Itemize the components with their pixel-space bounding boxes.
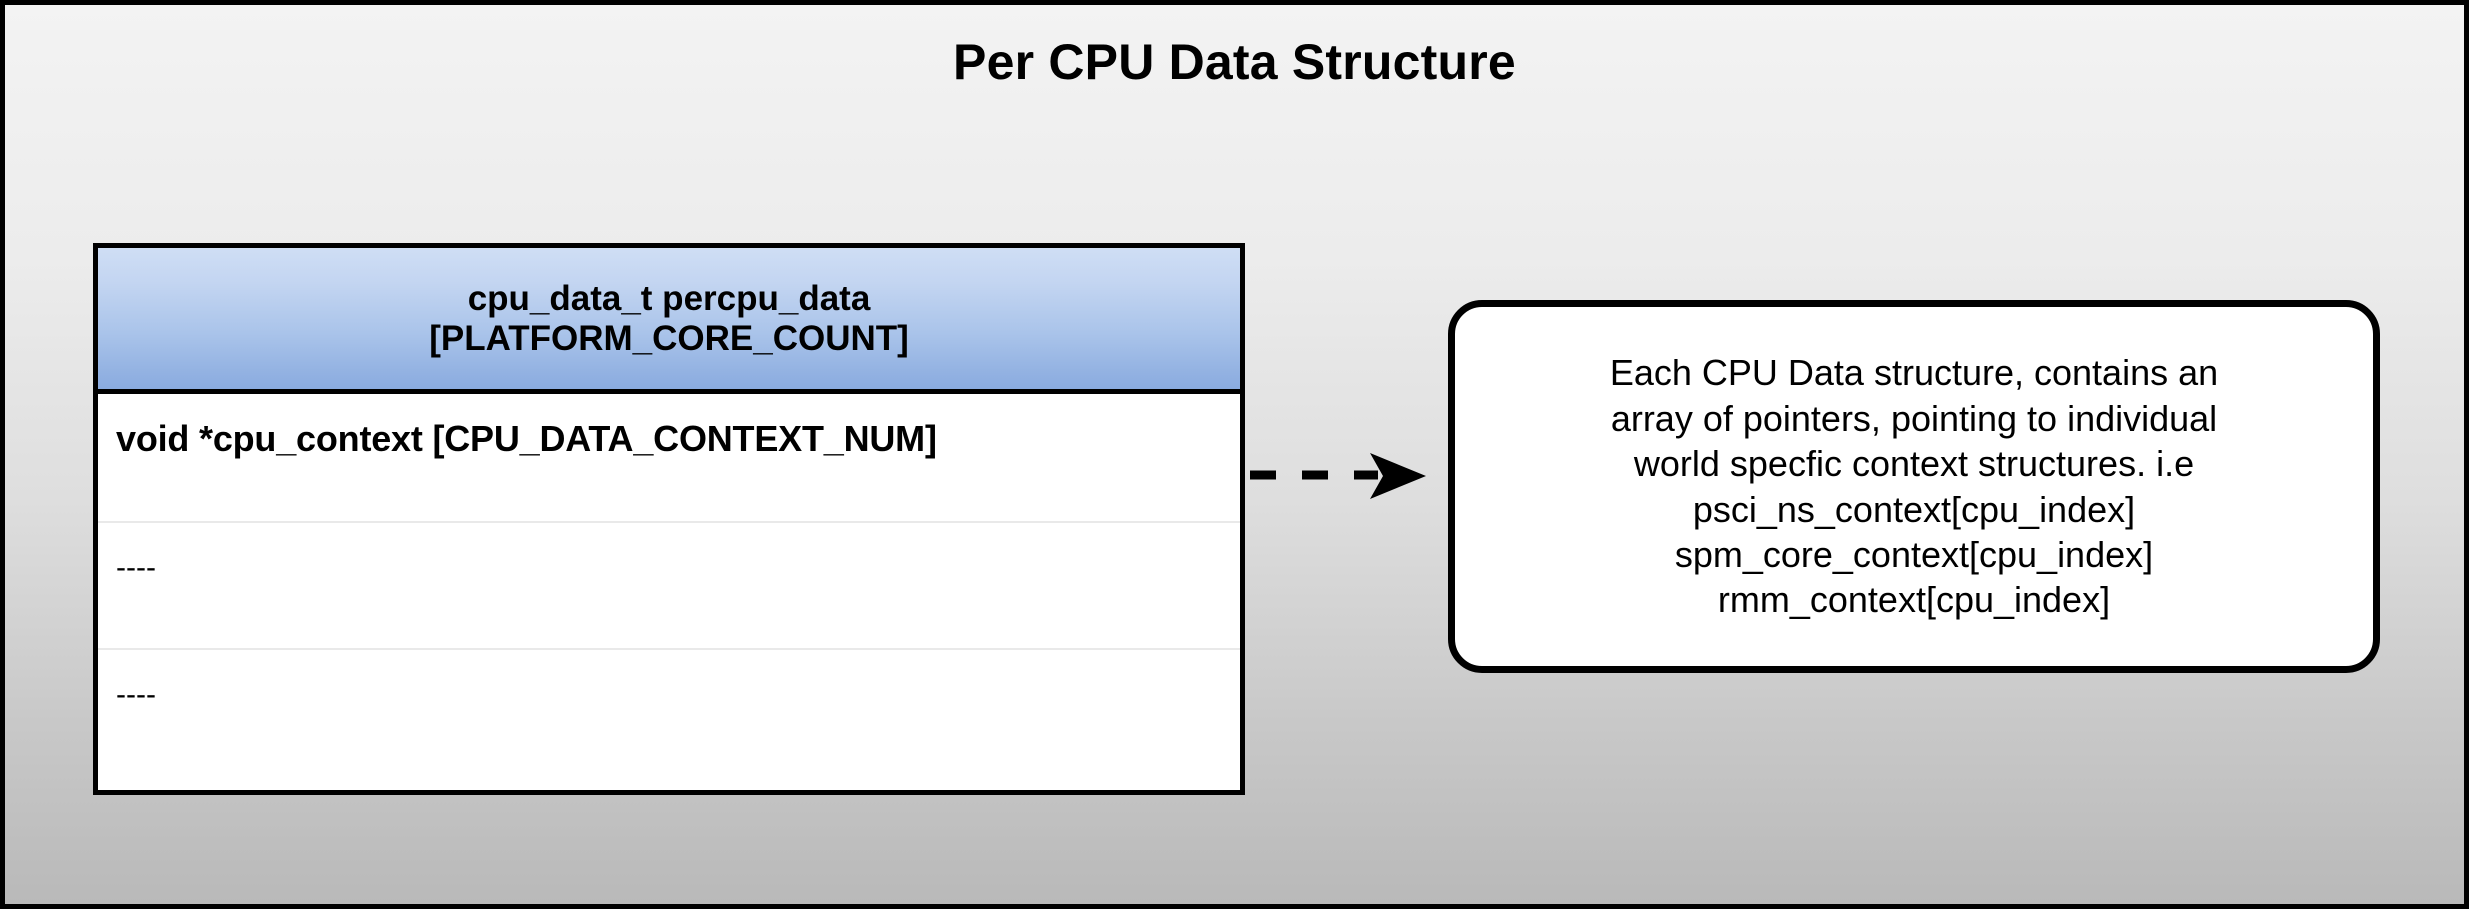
struct-header-line-2: [PLATFORM_CORE_COUNT] (429, 318, 909, 358)
connector-arrow-head-icon (1370, 453, 1426, 499)
callout-note-text: Each CPU Data structure, contains an arr… (1610, 350, 2218, 622)
callout-line-3: world specfic context structures. i.e (1633, 443, 2195, 485)
struct-header-line-1: cpu_data_t percpu_data (467, 279, 871, 319)
struct-field-row: ---- (98, 521, 1240, 648)
struct-field-row: ---- (98, 648, 1240, 786)
struct-field-row: void *cpu_context [CPU_DATA_CONTEXT_NUM] (98, 394, 1240, 521)
callout-note: Each CPU Data structure, contains an arr… (1448, 300, 2380, 673)
dashed-arrow-connector (1250, 453, 1426, 499)
callout-line-2: array of pointers, pointing to individua… (1610, 397, 2218, 439)
page-title: Per CPU Data Structure (953, 34, 1516, 90)
callout-line-4: psci_ns_context[cpu_index] (1692, 488, 2136, 530)
callout-line-1: Each CPU Data structure, contains an (1609, 352, 2219, 394)
struct-field-label: ---- (116, 551, 156, 584)
struct-field-label: ---- (116, 678, 156, 711)
callout-line-5: spm_core_context[cpu_index] (1674, 533, 2154, 575)
percpu-data-struct-box: cpu_data_t percpu_data [PLATFORM_CORE_CO… (93, 243, 1245, 795)
struct-field-list: void *cpu_context [CPU_DATA_CONTEXT_NUM]… (98, 394, 1240, 790)
callout-line-6: rmm_context[cpu_index] (1717, 579, 2111, 621)
struct-header: cpu_data_t percpu_data [PLATFORM_CORE_CO… (98, 248, 1240, 394)
struct-field-label: void *cpu_context [CPU_DATA_CONTEXT_NUM] (116, 418, 937, 459)
